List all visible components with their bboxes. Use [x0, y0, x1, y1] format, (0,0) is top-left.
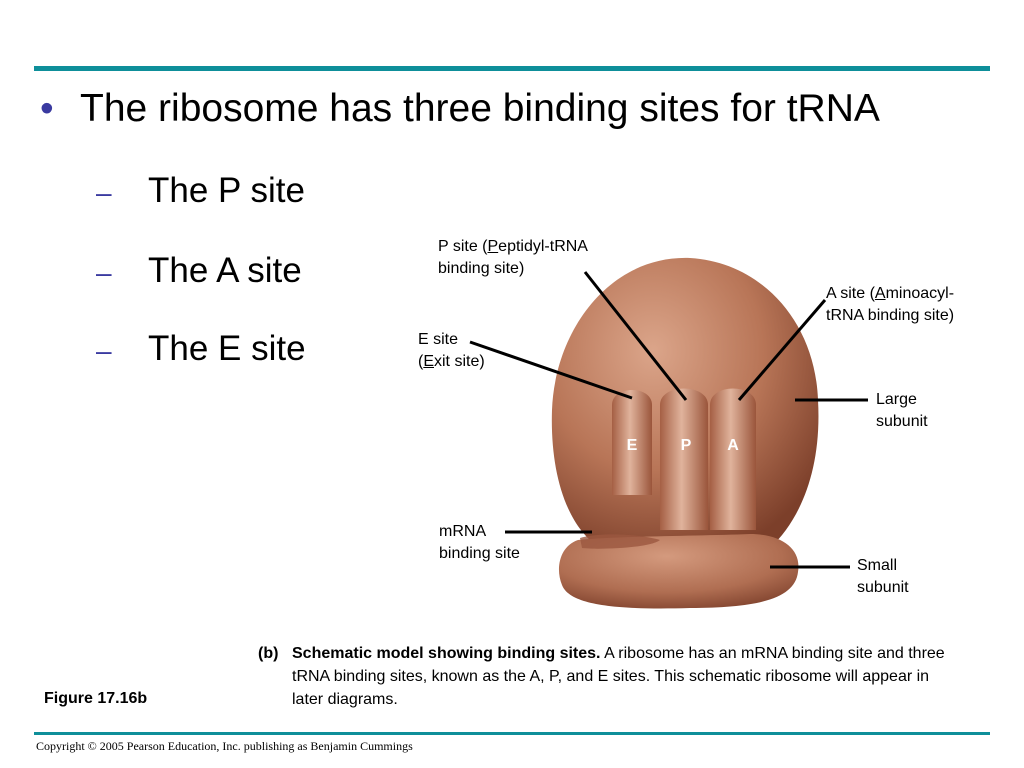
sub-bullet-dash: –: [96, 256, 112, 288]
site-letter-e: E: [627, 437, 638, 454]
site-letter-p: P: [681, 437, 692, 454]
bottom-rule: [34, 732, 990, 735]
small-subunit-shape: [558, 534, 799, 609]
caption-bold: Schematic model showing binding sites.: [292, 645, 601, 662]
sub-bullet-a: – The A site: [96, 250, 302, 294]
bullet-dot: •: [40, 87, 54, 130]
sub-bullet-e: – The E site: [96, 328, 306, 372]
site-letter-a: A: [727, 437, 739, 454]
top-rule: [34, 66, 990, 71]
caption-letter: (b): [258, 645, 279, 662]
main-bullet: • The ribosome has three binding sites fo…: [40, 86, 880, 132]
figure-caption: Schematic model showing binding sites. A…: [292, 642, 952, 711]
p-site-label: P site (Peptidyl-tRNA binding site): [438, 238, 588, 277]
a-site-label: A site (Aminoacyl- tRNA binding site): [826, 285, 955, 324]
mrna-groove: [580, 534, 660, 549]
copyright-footer: Copyright © 2005 Pearson Education, Inc.…: [36, 739, 413, 753]
e-site-label: E site (Exit site): [418, 331, 485, 370]
sub-bullet-p: – The P site: [96, 170, 305, 214]
a-site-tube: [710, 388, 756, 530]
sub-bullet-text: The A site: [148, 251, 302, 290]
figure-number: Figure 17.16b: [44, 690, 148, 707]
p-site-leader: [583, 271, 688, 401]
sub-bullet-dash: –: [96, 176, 112, 208]
e-site-leader: [469, 340, 633, 400]
e-site-tube: [612, 390, 652, 495]
main-bullet-text: The ribosome has three binding sites for…: [80, 87, 880, 130]
p-site-tube: [660, 388, 708, 530]
mrna-binding-site-label: mRNA binding site: [439, 523, 520, 562]
a-site-leader: [737, 299, 827, 401]
caption-text: A ribosome has an mRNA binding site and …: [292, 645, 945, 708]
sub-bullet-text: The E site: [148, 329, 306, 368]
sub-bullet-dash: –: [96, 334, 112, 366]
small-subunit-label: Small subunit: [857, 557, 909, 596]
large-subunit-label: Large subunit: [876, 391, 928, 430]
sub-bullet-text: The P site: [148, 171, 305, 210]
